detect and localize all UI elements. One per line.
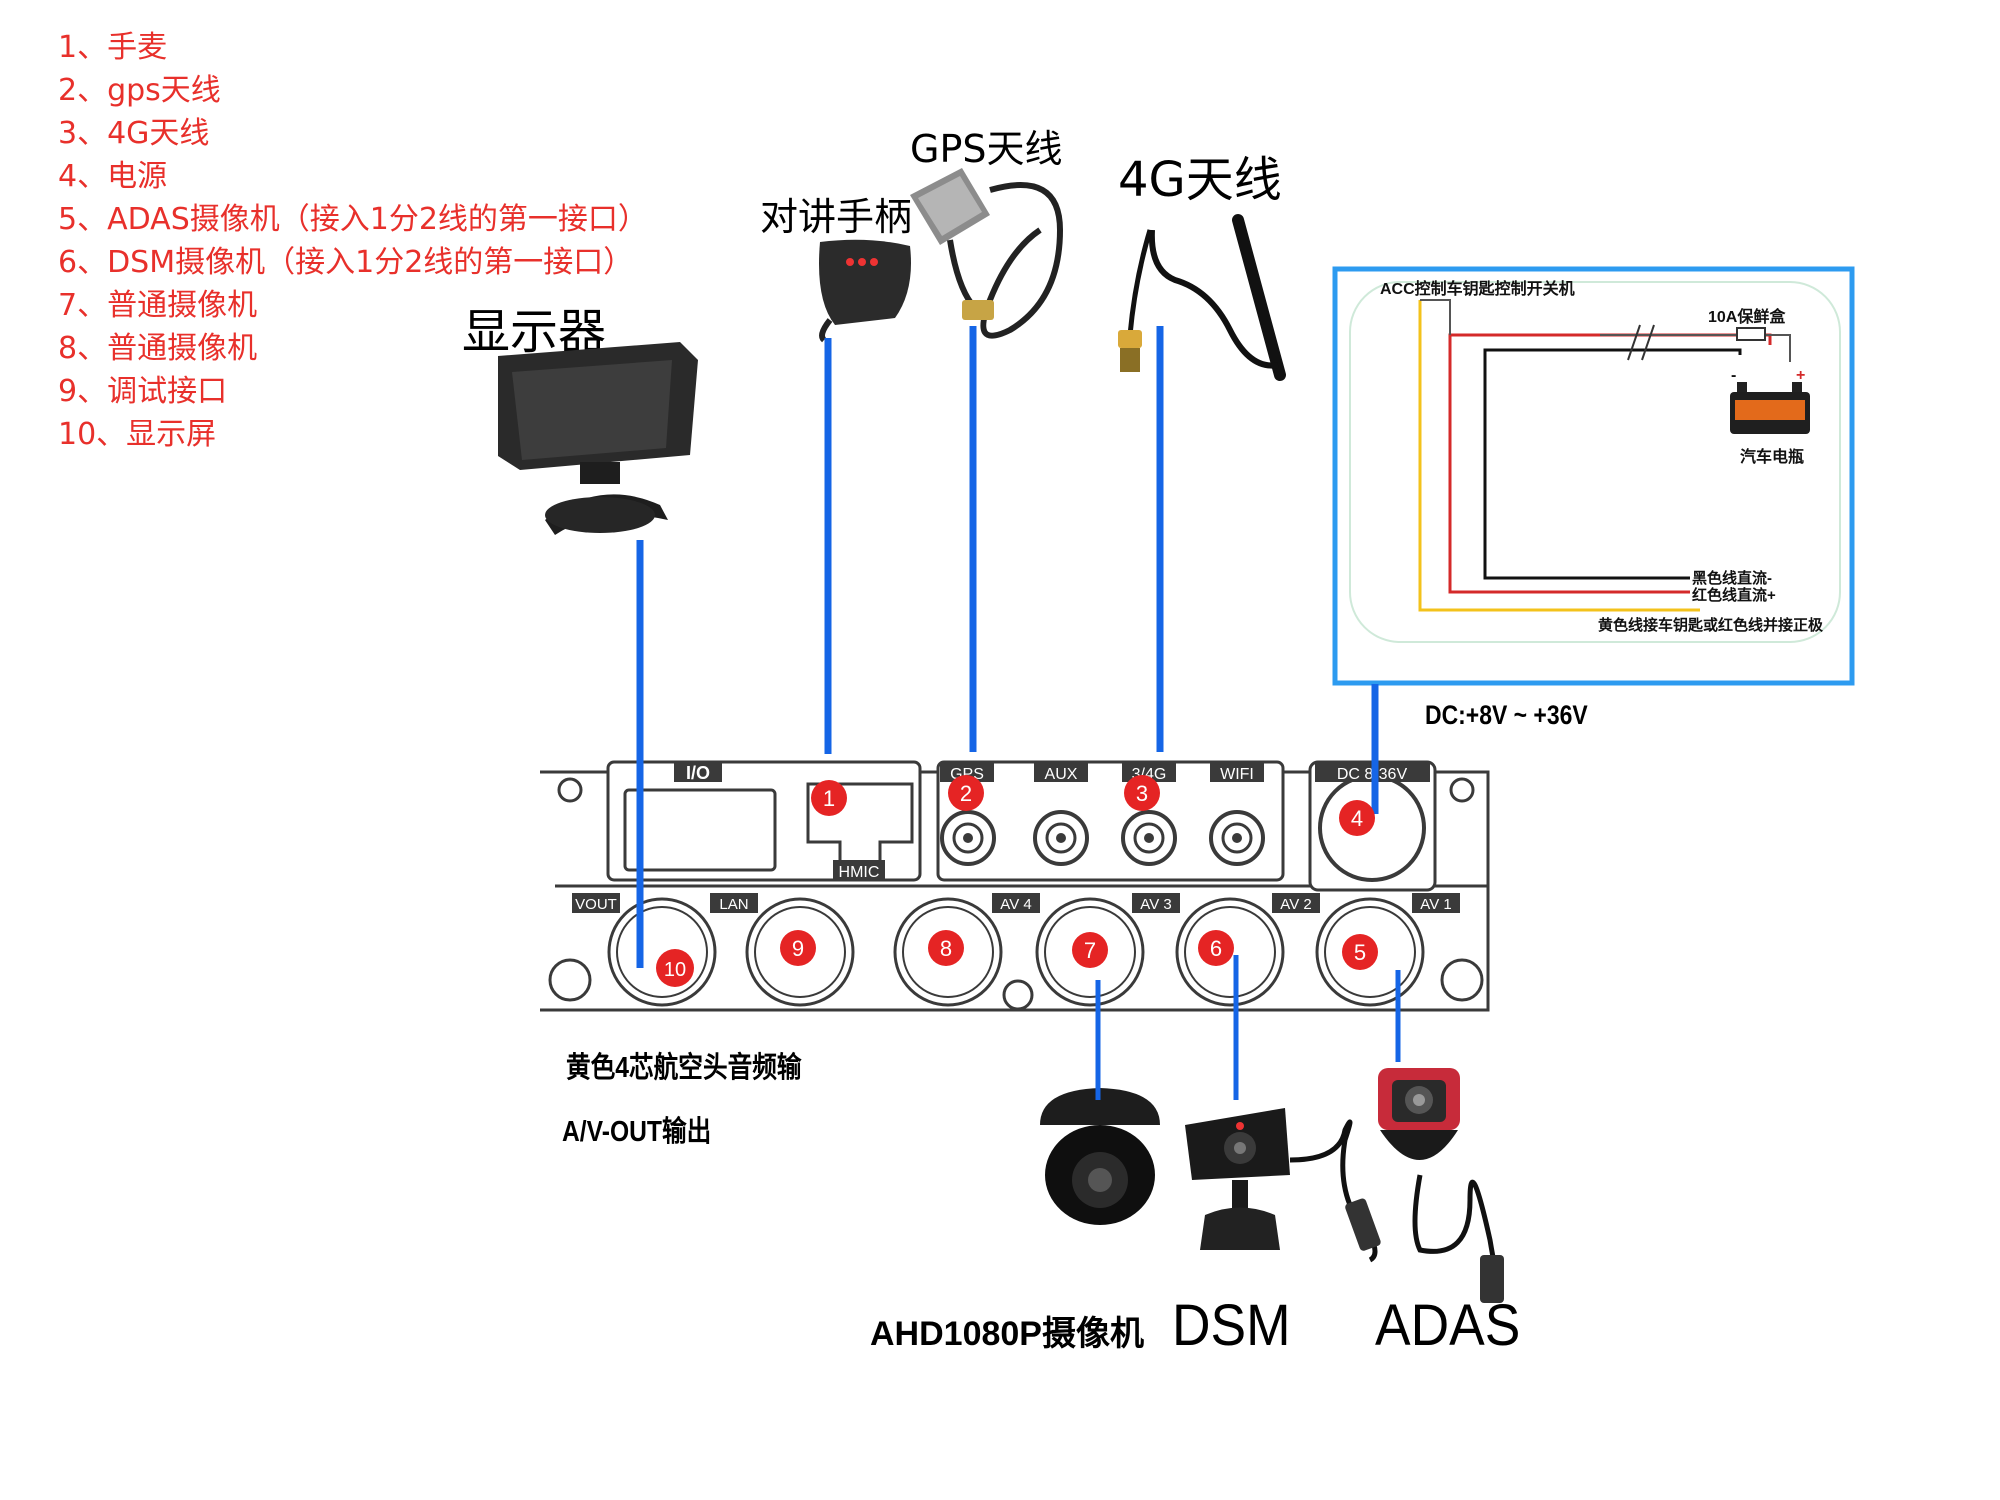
dome-camera-icon	[1040, 1088, 1160, 1225]
legend-item: 5、ADAS摄像机（接入1分2线的第一接口）	[58, 202, 648, 237]
aux-port	[1033, 810, 1089, 866]
legend-item: 7、普通摄像机	[58, 288, 258, 323]
vout-port	[607, 897, 717, 1007]
legend-item: 6、DSM摄像机（接入1分2线的第一接口）	[58, 245, 634, 280]
legend-item: 10、显示屏	[58, 417, 217, 452]
cables	[636, 326, 1401, 1100]
yellow-wire-label: 黄色线接车钥匙或红色线并接正极	[1598, 616, 1824, 634]
hmic-tab: HMIC	[839, 864, 880, 881]
av2-tab: AV 2	[1280, 896, 1311, 913]
lte-port	[1121, 810, 1177, 866]
lte-antenna-label: 4G天线	[1118, 152, 1282, 208]
gps-antenna-label: GPS天线	[910, 127, 1063, 171]
acc-title: ACC控制车钥匙控制开关机	[1380, 279, 1575, 298]
badge-6	[1198, 930, 1234, 966]
legend-item: 2、gps天线	[58, 73, 221, 108]
power-spec-label: DC:+8V ~ +36V	[1425, 700, 1588, 730]
badge-1	[811, 780, 847, 816]
wiring-inner-outline	[1349, 281, 1841, 643]
legend-item: 3、4G天线	[58, 116, 210, 151]
badge-3-label: 3	[1136, 781, 1148, 806]
mount-hole	[548, 958, 592, 1002]
mount-hole	[557, 777, 583, 803]
vout-tab: VOUT	[575, 896, 617, 913]
black-wire-label: 黑色线直流-	[1692, 569, 1772, 587]
badge-7-label: 7	[1084, 938, 1096, 963]
black-wire	[1483, 348, 1742, 580]
badge-9	[780, 930, 816, 966]
av4-tab: AV 4	[1000, 896, 1031, 913]
av-out-line1: 黄色4芯航空头音频输	[566, 1052, 802, 1084]
adas-camera-label: ADAS	[1375, 1293, 1521, 1358]
monitor-icon	[498, 342, 698, 535]
mount-hole	[1449, 777, 1475, 803]
wifi-tab: WIFI	[1220, 766, 1254, 783]
badge-2	[948, 775, 984, 811]
lan-tab: LAN	[719, 896, 748, 913]
number-badges: 1 2 3 4 5 6 7 8 9 10	[656, 775, 1378, 987]
legend-item: 4、电源	[58, 159, 168, 194]
battery-label: 汽车电瓶	[1740, 447, 1804, 466]
dsm-camera-label: DSM	[1172, 1293, 1291, 1358]
badge-1-label: 1	[823, 786, 835, 811]
ahd-camera-label: AHD1080P摄像机	[870, 1315, 1144, 1353]
handset-icon	[819, 239, 911, 343]
battery-plus: +	[1796, 367, 1805, 384]
av1-tab: AV 1	[1420, 896, 1451, 913]
dsm-camera-icon	[1185, 1108, 1381, 1263]
mount-hole	[1002, 979, 1034, 1011]
fuse-box-icon	[1736, 327, 1766, 341]
fuse-line	[1600, 334, 1791, 362]
aux-tab: AUX	[1045, 766, 1078, 783]
acc-wiring-panel: - + ACC控制车钥匙控制开关机 10A保鲜盒 汽车电瓶 黑色线直流- 红色线…	[1332, 266, 1855, 686]
badge-8	[928, 930, 964, 966]
mount-hole	[1440, 958, 1484, 1002]
badge-4-label: 4	[1351, 806, 1363, 831]
badge-6-label: 6	[1210, 936, 1222, 961]
av3-tab: AV 3	[1140, 896, 1171, 913]
badge-3	[1124, 775, 1160, 811]
break-mark	[1641, 324, 1655, 361]
badge-5-label: 5	[1354, 940, 1366, 965]
legend-item: 9、调试接口	[58, 374, 228, 409]
gps-port	[940, 810, 996, 866]
acc-switch-wire	[1420, 299, 1451, 335]
badge-9-label: 9	[792, 936, 804, 961]
badge-10-label: 10	[664, 959, 686, 981]
handset-label: 对讲手柄	[760, 195, 913, 239]
yellow-wire	[1418, 300, 1700, 612]
red-wire-label: 红色线直流+	[1692, 586, 1776, 604]
legend-item: 8、普通摄像机	[58, 331, 258, 366]
adas-camera-icon	[1378, 1068, 1504, 1303]
gps-antenna-icon	[910, 168, 1064, 339]
badge-4	[1339, 800, 1375, 836]
badge-5	[1342, 934, 1378, 970]
battery-minus: -	[1731, 367, 1736, 384]
io-port	[623, 788, 777, 872]
legend-list: 1、手麦 2、gps天线 3、4G天线 4、电源 5、ADAS摄像机（接入1分2…	[58, 26, 648, 456]
car-battery-icon	[1730, 382, 1810, 434]
wifi-port	[1209, 810, 1265, 866]
av-out-line2: A/V-OUT输出	[562, 1116, 712, 1148]
badge-2-label: 2	[960, 781, 972, 806]
lte-antenna-icon	[1118, 214, 1286, 381]
break-mark	[1627, 324, 1641, 361]
badge-8-label: 8	[940, 936, 952, 961]
fuse-label: 10A保鲜盒	[1708, 307, 1786, 326]
legend-item: 1、手麦	[58, 30, 168, 65]
badge-7	[1072, 932, 1108, 968]
io-tab: I/O	[686, 763, 710, 783]
badge-10	[656, 949, 694, 987]
antenna-group	[936, 760, 1285, 882]
